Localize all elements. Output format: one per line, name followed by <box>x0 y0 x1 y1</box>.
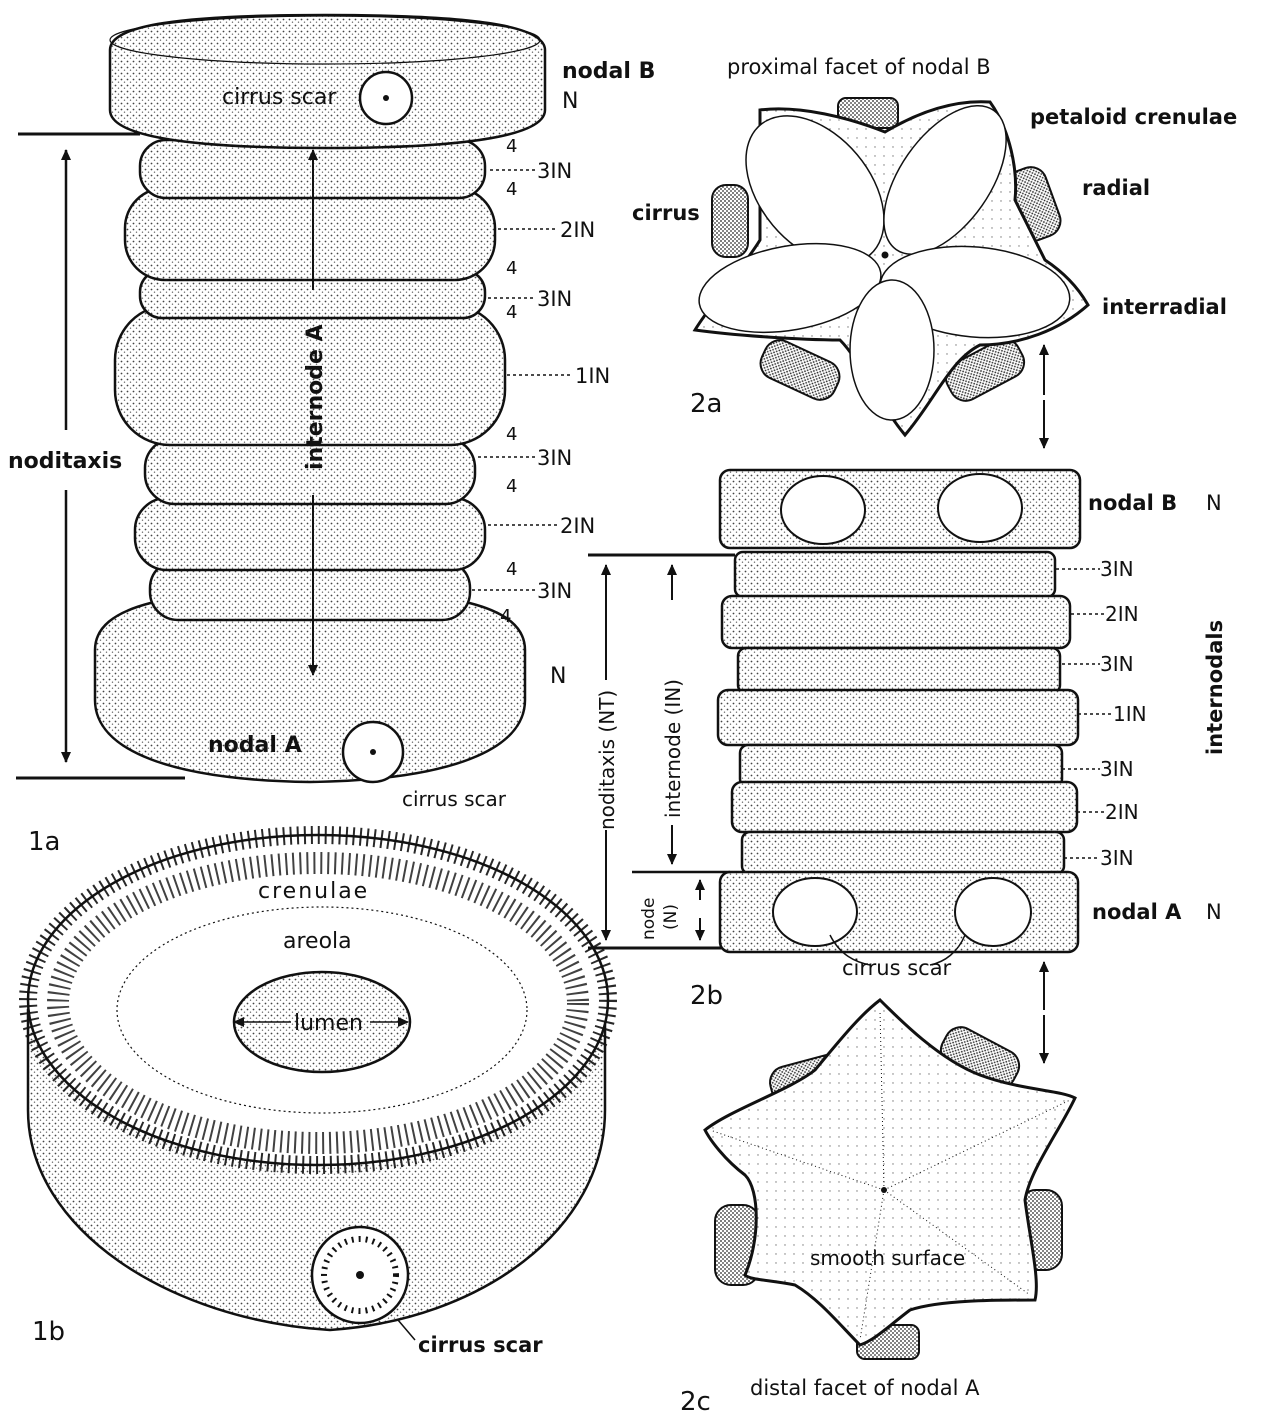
nodal-b-block <box>720 470 1080 548</box>
ring <box>125 188 495 280</box>
label-1a-nodal-b: nodal B <box>562 59 655 84</box>
internodal-label: 2IN <box>560 514 595 538</box>
cirrus-stub <box>755 335 844 405</box>
nodal-b-disc <box>110 15 545 148</box>
label-2c-smooth: smooth surface <box>810 1246 965 1270</box>
label-1b-lumen: lumen <box>294 1011 363 1036</box>
label-2a-interradial: interradial <box>1102 295 1227 319</box>
label-1a-cirrus-scar-bottom: cirrus scar <box>402 787 507 811</box>
label-1a-internode: internode A <box>303 324 328 470</box>
ring-number: 4 <box>506 476 517 497</box>
figure-id-2b: 2b <box>690 981 723 1011</box>
ring-number: 4 <box>506 424 517 445</box>
label-2a-petaloid: petaloid crenulae <box>1030 105 1237 129</box>
figure-id-2a: 2a <box>690 389 722 419</box>
ring <box>135 498 485 570</box>
label-2b-node-abbr: (N) <box>661 904 681 930</box>
ring-number: 4 <box>506 559 517 580</box>
cirrus-scar-bottom <box>343 722 403 782</box>
cirrus-stub <box>712 185 748 257</box>
internodal-label: 1IN <box>575 364 610 388</box>
label-2a-title: proximal facet of nodal B <box>727 55 991 79</box>
internodal-label: 2IN <box>560 218 595 242</box>
figure-id-2c: 2c <box>680 1387 711 1417</box>
label-2b-cirrus-scar: cirrus scar <box>842 956 952 980</box>
internodal-label: 3IN <box>1100 757 1134 781</box>
figure-2a <box>692 85 1088 448</box>
internodal-label: 3IN <box>537 159 572 183</box>
star-outline-2c <box>705 1000 1075 1345</box>
figure-id-1a: 1a <box>28 827 60 857</box>
ring-number: 4 <box>506 179 517 200</box>
label-1a-cirrus-scar-top: cirrus scar <box>222 85 337 110</box>
internodal-blocks <box>718 552 1078 874</box>
label-2b-nodal-a: nodal A <box>1092 900 1182 924</box>
label-2b-node: node <box>639 898 659 940</box>
internodal-label: 3IN <box>1100 652 1134 676</box>
ring-number: 4 <box>506 258 517 279</box>
label-2b-noditaxis: noditaxis (NT) <box>595 690 619 830</box>
figure-1b <box>28 835 608 1340</box>
label-2a-cirrus: cirrus <box>632 201 700 225</box>
cirrus-scar-1b <box>312 1227 408 1323</box>
figure-2c <box>705 1000 1075 1359</box>
internodal-label: 3IN <box>1100 557 1134 581</box>
label-1a-N-bottom: N <box>550 664 566 689</box>
ring-number: 4 <box>506 136 517 157</box>
label-2a-radial: radial <box>1082 176 1150 200</box>
internodal-label: 3IN <box>537 287 572 311</box>
cirrus-scar-top <box>360 72 412 124</box>
label-1a-N-top: N <box>562 89 578 114</box>
label-1a-noditaxis: noditaxis <box>8 449 122 474</box>
internodal-label: 2IN <box>1105 800 1139 824</box>
label-2b-N-bottom: N <box>1206 900 1222 924</box>
figure-1a <box>16 15 573 782</box>
internodal-label: 2IN <box>1105 602 1139 626</box>
ring-number: 4 <box>500 606 511 627</box>
internodal-label: 3IN <box>537 579 572 603</box>
internodal-label: 1IN <box>1113 702 1147 726</box>
label-1b-cirrus-scar: cirrus scar <box>418 1333 543 1357</box>
label-2b-nodal-b: nodal B <box>1088 491 1177 515</box>
label-2b-internode: internode (IN) <box>661 679 685 818</box>
label-2c-title: distal facet of nodal A <box>750 1376 980 1400</box>
internodal-label: 3IN <box>1100 846 1134 870</box>
figure-id-1b: 1b <box>32 1317 65 1347</box>
label-1a-nodal-a: nodal A <box>208 733 302 758</box>
label-2b-N-top: N <box>1206 491 1222 515</box>
label-2b-internodals: internodals <box>1203 620 1227 755</box>
ring-number: 4 <box>506 302 517 323</box>
label-1b-crenulae: crenulae <box>258 879 369 904</box>
internodal-label: 3IN <box>537 446 572 470</box>
label-1b-areola: areola <box>283 929 352 954</box>
